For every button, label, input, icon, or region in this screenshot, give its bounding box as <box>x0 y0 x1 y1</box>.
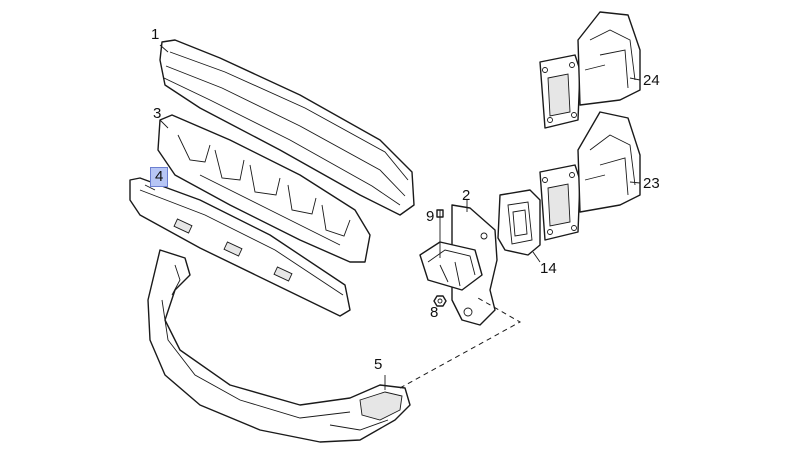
callout-9[interactable]: 9 <box>426 208 435 225</box>
callout-3[interactable]: 3 <box>153 105 162 122</box>
assembly-dashed-line <box>399 297 522 389</box>
part-23-crash-box[interactable] <box>539 111 641 241</box>
part-4-cover-strip[interactable] <box>129 177 351 317</box>
leader-lines <box>144 44 641 390</box>
part-8-nut[interactable] <box>433 295 447 307</box>
callout-4-selected[interactable]: 4 <box>150 167 169 187</box>
part-3-energy-absorber[interactable] <box>157 114 371 263</box>
part-14-plate[interactable] <box>497 189 541 256</box>
callout-1[interactable]: 1 <box>151 26 160 43</box>
part-2-mounting-bracket[interactable] <box>419 204 498 326</box>
callout-8[interactable]: 8 <box>430 304 439 321</box>
part-1-bumper-beam[interactable] <box>159 39 415 216</box>
callout-14[interactable]: 14 <box>540 260 557 277</box>
part-24-crash-box[interactable] <box>539 11 641 129</box>
part-5-lower-crossmember[interactable] <box>147 249 411 443</box>
callout-24[interactable]: 24 <box>643 72 660 89</box>
callout-5[interactable]: 5 <box>374 356 383 373</box>
callout-23[interactable]: 23 <box>643 175 660 192</box>
callout-2[interactable]: 2 <box>462 187 471 204</box>
